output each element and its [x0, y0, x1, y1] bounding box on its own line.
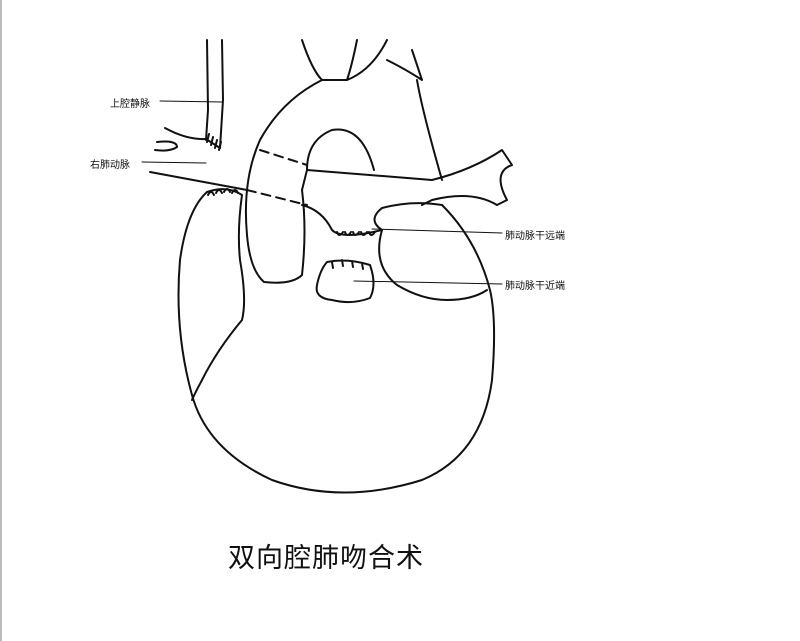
lpa — [306, 149, 513, 206]
label-svc: 上腔静脉 — [110, 99, 150, 110]
aorta-branch — [321, 39, 443, 181]
mpa-proximal-leader — [353, 280, 503, 285]
svc-right-wall — [219, 39, 224, 149]
rpa-stub — [154, 140, 178, 152]
rpa-cross-upper — [259, 149, 308, 166]
rpa-lower — [149, 171, 248, 191]
rv-outflow — [373, 202, 488, 301]
mpa-distal-leader — [371, 228, 503, 234]
pa-proximal — [315, 259, 375, 304]
rpa-cross-lower — [246, 189, 308, 206]
svc-suture — [164, 127, 222, 151]
label-mpa-distal: 肺动脉干远端 — [505, 231, 565, 242]
rpa-leader — [141, 161, 207, 164]
aorta-left — [244, 39, 375, 284]
right-atrium — [191, 188, 246, 401]
svc-left-wall — [205, 39, 209, 141]
ra-suture — [207, 188, 239, 196]
label-mpa-proximal: 肺动脉干近端 — [505, 281, 565, 292]
label-rpa: 右肺动脉 — [90, 160, 130, 171]
heart-outline — [177, 191, 496, 494]
diagram-title: 双向腔肺吻合术 — [228, 543, 424, 574]
pa-distal-suture — [301, 204, 383, 236]
svc-leader — [159, 100, 223, 103]
